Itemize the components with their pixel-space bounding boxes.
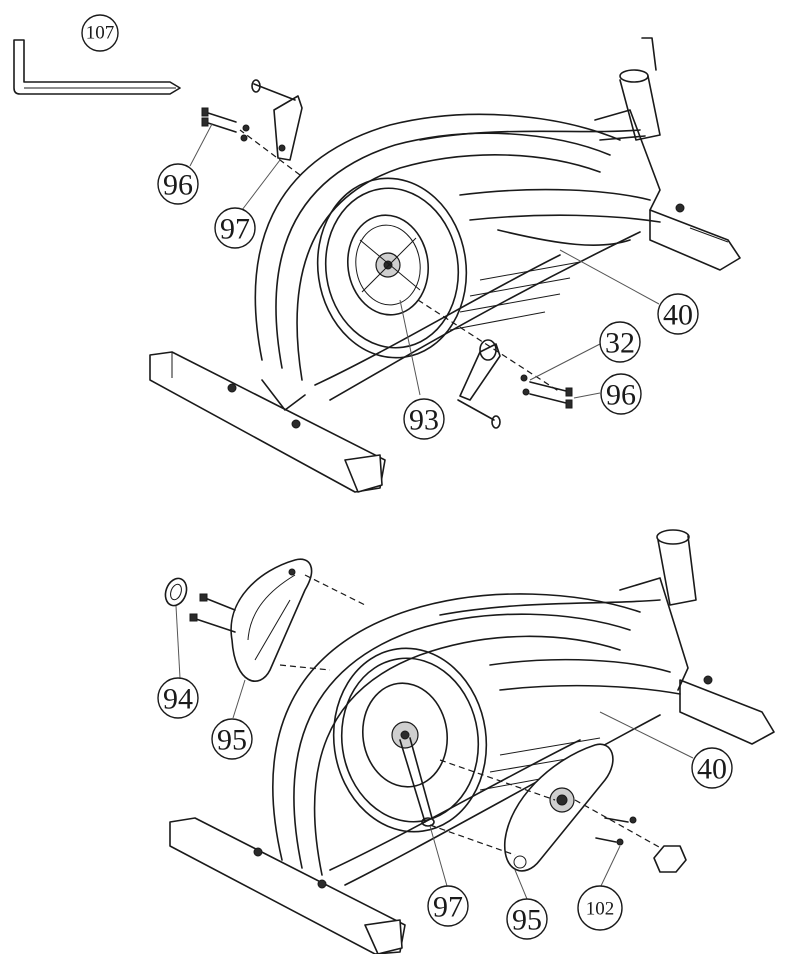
- callout-97-top-label: 97: [220, 213, 250, 246]
- callout-40-bottom: 40: [691, 747, 733, 789]
- callout-93: 93: [403, 398, 445, 440]
- top-assembly: [149, 37, 741, 493]
- callout-40-top-label: 40: [663, 299, 693, 332]
- callout-40-bottom-label: 40: [697, 753, 727, 786]
- callout-94-label: 94: [163, 683, 193, 716]
- callout-96-top: 96: [157, 163, 199, 205]
- callout-94: 94: [157, 677, 199, 719]
- bottom-assembly: [164, 529, 775, 954]
- callout-97-bottom: 97: [427, 885, 469, 927]
- callout-102-label: 102: [586, 899, 615, 920]
- callout-107-label: 107: [86, 23, 115, 44]
- callout-95-bottom: 95: [506, 898, 548, 940]
- callout-97-top: 97: [214, 207, 256, 249]
- callout-95-left-label: 95: [217, 724, 247, 757]
- callout-93-label: 93: [409, 404, 439, 437]
- leader-lines: [175, 123, 694, 900]
- allen-key: [13, 39, 181, 95]
- callout-32-label: 32: [605, 327, 635, 360]
- callout-96-right-label: 96: [606, 379, 636, 412]
- callout-96-top-label: 96: [163, 169, 193, 202]
- callout-40-top: 40: [657, 293, 699, 335]
- callout-95-bottom-label: 95: [512, 904, 542, 937]
- callout-97-bottom-label: 97: [433, 891, 463, 924]
- callout-96-right: 96: [600, 373, 642, 415]
- callout-32: 32: [599, 321, 641, 363]
- callout-102: 102: [577, 885, 623, 931]
- callout-107: 107: [81, 14, 119, 52]
- callout-95-left: 95: [211, 718, 253, 760]
